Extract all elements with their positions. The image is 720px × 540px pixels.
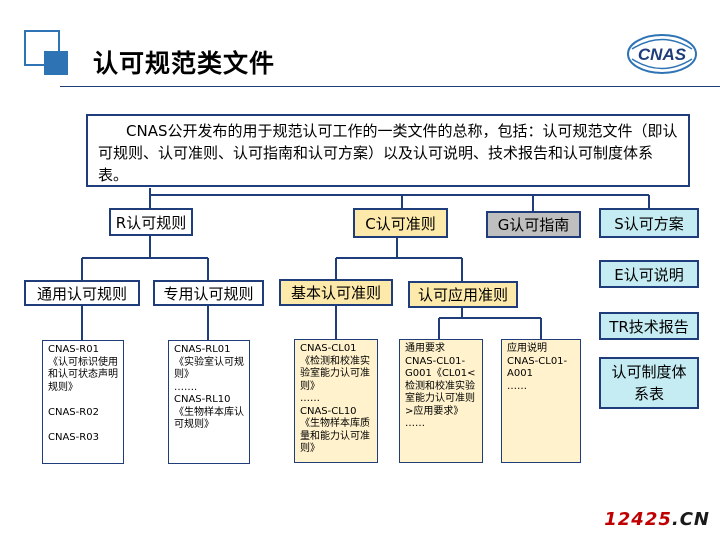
title-divider (60, 86, 720, 87)
category-system-table: 认可制度体系表 (599, 357, 699, 409)
leaf-application-explanation-docs: 应用说明 CNAS-CL01-A001 …… (501, 339, 581, 463)
subcategory-specific-rules: 专用认可规则 (153, 280, 264, 306)
leaf-general-rules-docs: CNAS-R01《认可标识使用和认可状态声明规则》 CNAS-R02 CNAS-… (42, 340, 124, 464)
intro-definition-box: CNAS公开发布的用于规范认可工作的一类文件的总称，包括：认可规范文件（即认可规… (86, 114, 690, 187)
site-watermark: 12425.CN (604, 509, 710, 530)
leaf-specific-rules-docs: CNAS-RL01 《实验室认可规则》 ……. CNAS-RL10 《生物样本库… (168, 340, 250, 464)
subcategory-basic-criteria: 基本认可准则 (279, 279, 393, 306)
category-r-rules: R认可规则 (109, 208, 193, 236)
logo-arc-top (631, 38, 693, 50)
category-c-criteria: C认可准则 (353, 208, 448, 238)
connector-r-children (81, 236, 209, 280)
leaf-application-general-docs: 通用要求 CNAS-CL01-G001《CL01<检测和校准实验室能力认可准则>… (399, 339, 483, 463)
logo-ring (627, 34, 697, 74)
page-title: 认可规范类文件 (93, 49, 276, 78)
category-e-explanation: E认可说明 (599, 260, 699, 288)
title-decoration-square (44, 51, 68, 75)
logo-text: CNAS (638, 45, 687, 64)
watermark-number: 12425 (604, 509, 672, 530)
title-decoration-outline (24, 30, 60, 66)
category-g-guide: G认可指南 (486, 211, 581, 238)
cnas-logo: CNAS (627, 34, 697, 74)
connector-application-leaves (438, 308, 542, 339)
category-s-scheme: S认可方案 (599, 208, 699, 238)
connector-c-children (335, 238, 463, 281)
subcategory-general-rules: 通用认可规则 (24, 280, 140, 306)
leaf-basic-criteria-docs: CNAS-CL01 《检测和校准实验室能力认可准则》 …… CNAS-CL10 … (294, 339, 378, 463)
top-bus-line (149, 188, 649, 196)
logo-arc-bottom (631, 58, 693, 70)
subcategory-application-criteria: 认可应用准则 (408, 281, 518, 308)
watermark-suffix: .CN (671, 509, 710, 530)
category-tr-report: TR技术报告 (599, 312, 699, 340)
